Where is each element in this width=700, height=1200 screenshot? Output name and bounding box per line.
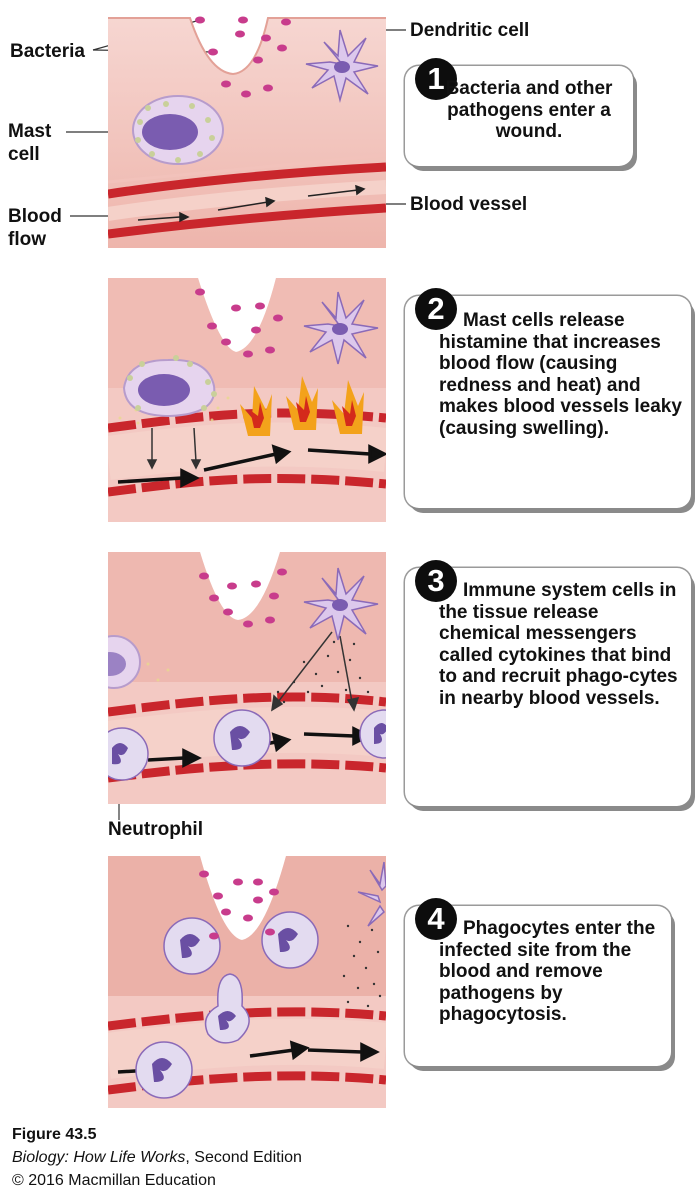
dendritic-cell — [305, 29, 379, 103]
figure-source: Biology: How Life Works, Second Edition — [12, 1146, 302, 1169]
step-2-text: Mast cells release histamine that increa… — [439, 310, 682, 439]
dendritic-cell — [303, 567, 379, 641]
heat-flames — [240, 376, 364, 436]
blood-flow-arrows — [117, 444, 386, 488]
mast-cell — [122, 355, 217, 418]
step-4-callout: 4 Phagocytes enter the infected site fro… — [405, 898, 671, 1066]
mast-cell-partial — [108, 635, 141, 689]
recruit-arrows — [271, 631, 360, 712]
mast-cell-label: Mast cell — [8, 121, 52, 165]
dendritic-cell — [303, 291, 379, 365]
blood-flow-arrows — [137, 184, 366, 223]
copyright: © 2016 Macmillan Education — [12, 1172, 216, 1189]
step-4-number: 4 — [415, 898, 457, 940]
bacteria-cluster — [195, 288, 283, 358]
bacteria-cluster — [199, 870, 279, 922]
step-3-text: Immune system cells in the tissue releas… — [439, 580, 678, 709]
dendritic-cell-partial — [357, 861, 386, 927]
mast-cell — [132, 95, 224, 165]
neutrophil-cells — [108, 709, 386, 781]
leak-arrows — [146, 427, 202, 470]
book-title: Biology: How Life Works — [12, 1149, 186, 1166]
blood-flow-label: Blood flow — [8, 206, 62, 250]
bacteria-cluster — [199, 568, 287, 628]
dendritic-cell-label: Dendritic cell — [410, 20, 530, 41]
panel-4-phagocytosis — [108, 856, 386, 1108]
step-3-number: 3 — [415, 560, 457, 602]
step-2-callout: 2 Mast cells release histamine that incr… — [405, 288, 691, 508]
step-1-text: Bacteria and other pathogens enter a wou… — [445, 78, 613, 142]
figure-number: Figure 43.5 — [12, 1126, 97, 1143]
step-2-number: 2 — [415, 288, 457, 330]
step-3-callout: 3 Immune system cells in the tissue rele… — [405, 560, 691, 806]
phagocyte-cells — [135, 911, 319, 1099]
book-edition: , Second Edition — [185, 1149, 302, 1166]
panel-3-cytokines — [108, 552, 386, 804]
figure-caption: Figure 43.5 Biology: How Life Works, Sec… — [12, 1123, 302, 1192]
panel-1-wound-entry — [108, 12, 386, 248]
blood-vessel-label: Blood vessel — [410, 194, 528, 215]
blood-vessel — [108, 408, 386, 497]
bacteria-label: Bacteria — [10, 41, 85, 62]
panel-2-histamine — [108, 278, 386, 522]
step-1-number: 1 — [415, 58, 457, 100]
messenger-dots — [342, 924, 382, 1008]
blood-vessel — [108, 153, 386, 239]
bacteria-cluster — [195, 16, 291, 98]
step-4-text: Phagocytes enter the infected site from … — [439, 918, 656, 1025]
step-1-callout: 1 Bacteria and other pathogens enter a w… — [405, 58, 633, 166]
neutrophil-label: Neutrophil — [108, 819, 203, 840]
